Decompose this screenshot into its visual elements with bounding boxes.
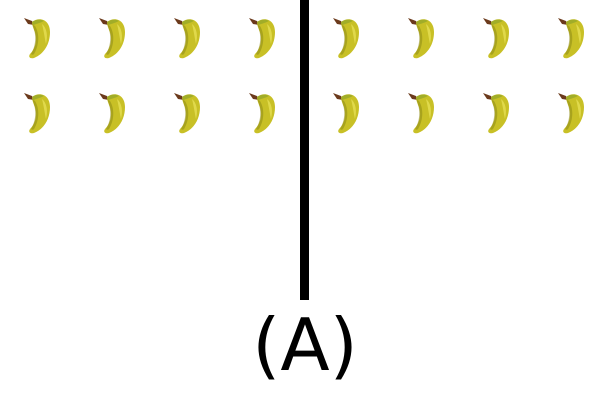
- banana-icon: [24, 18, 51, 59]
- banana-icon: [249, 18, 275, 59]
- banana-icon: [408, 93, 434, 134]
- banana-icon: [333, 18, 359, 59]
- banana-icon: [333, 93, 359, 134]
- banana-icon: [483, 18, 509, 59]
- divider-line: [300, 0, 309, 300]
- banana-icon: [249, 93, 275, 134]
- banana-icon: [558, 18, 584, 59]
- banana-icon: [408, 18, 434, 59]
- banana-icon: [174, 18, 200, 59]
- banana-icon: [99, 93, 125, 134]
- banana-icon: [174, 93, 200, 134]
- banana-icon: [99, 18, 125, 59]
- panel-label: (A): [252, 303, 358, 387]
- banana-icon: [483, 93, 509, 134]
- banana-icon: [558, 93, 584, 134]
- banana-icon: [24, 93, 51, 134]
